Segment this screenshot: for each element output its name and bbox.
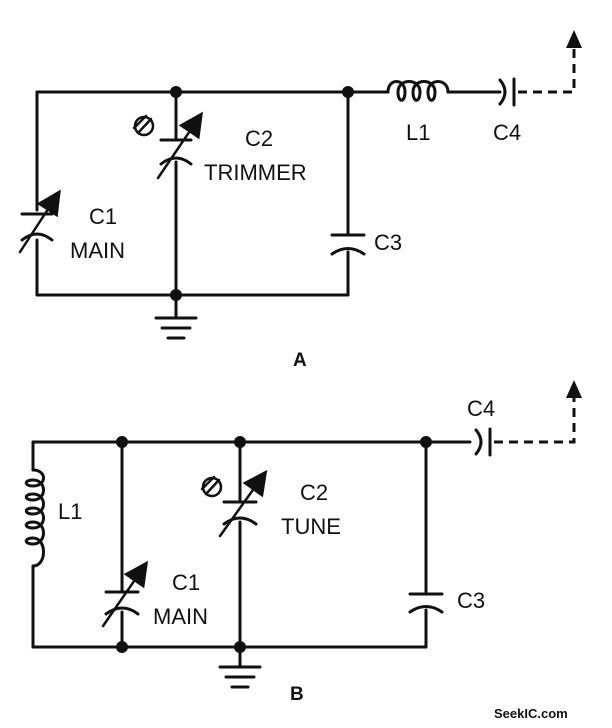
a-c4-ref-label: C4 bbox=[493, 120, 521, 145]
b-c2-tune-capacitor bbox=[218, 469, 268, 538]
a-c3-capacitor bbox=[330, 233, 366, 256]
b-c1-variable-capacitor bbox=[101, 560, 149, 628]
b-c3-ref-label: C3 bbox=[457, 588, 485, 613]
circuit-a bbox=[18, 30, 582, 340]
b-c3-capacitor bbox=[408, 592, 444, 614]
a-output-dashed-line bbox=[518, 48, 576, 94]
b-c4-capacitor bbox=[474, 427, 492, 457]
b-junction-top-c2 bbox=[234, 436, 246, 448]
a-c1-variable-capacitor bbox=[18, 189, 61, 254]
b-c1-ref-label: C1 bbox=[172, 570, 200, 595]
circuit-b bbox=[24, 380, 582, 689]
a-c1-desc-label: MAIN bbox=[70, 238, 125, 263]
b-caption: B bbox=[290, 684, 304, 705]
b-ground-icon bbox=[218, 645, 262, 689]
a-l1-ref-label: L1 bbox=[406, 120, 430, 145]
a-c2-desc-label: TRIMMER bbox=[204, 160, 307, 185]
watermark-text: SeekIC.com bbox=[494, 706, 568, 721]
b-junction-top-c1 bbox=[116, 436, 128, 448]
a-l1-inductor bbox=[376, 80, 502, 102]
b-l1-ref-label: L1 bbox=[58, 499, 82, 524]
b-output-dashed-line bbox=[494, 398, 576, 444]
b-junction-top-c3 bbox=[420, 436, 432, 448]
a-ground-icon bbox=[154, 293, 198, 340]
b-l1-inductor bbox=[24, 468, 45, 568]
a-c2-trimmer-capacitor bbox=[156, 111, 204, 180]
b-screwdriver-adjust-icon bbox=[200, 475, 223, 498]
b-c1-desc-label: MAIN bbox=[153, 604, 208, 629]
a-junction-top-right bbox=[342, 86, 354, 98]
b-c2-ref-label: C2 bbox=[300, 480, 328, 505]
a-c3-ref-label: C3 bbox=[374, 230, 402, 255]
a-junction-top-mid bbox=[170, 86, 182, 98]
b-output-arrow-icon bbox=[566, 380, 582, 398]
b-junction-bottom-c1 bbox=[116, 641, 128, 653]
b-c4-ref-label: C4 bbox=[467, 396, 495, 421]
b-c2-desc-label: TUNE bbox=[281, 514, 341, 539]
a-c2-ref-label: C2 bbox=[245, 126, 273, 151]
a-c1-ref-label: C1 bbox=[89, 204, 117, 229]
a-caption: A bbox=[293, 350, 307, 371]
a-output-arrow-icon bbox=[566, 30, 582, 48]
a-screwdriver-adjust-icon bbox=[132, 114, 155, 137]
a-c4-capacitor bbox=[498, 77, 516, 107]
